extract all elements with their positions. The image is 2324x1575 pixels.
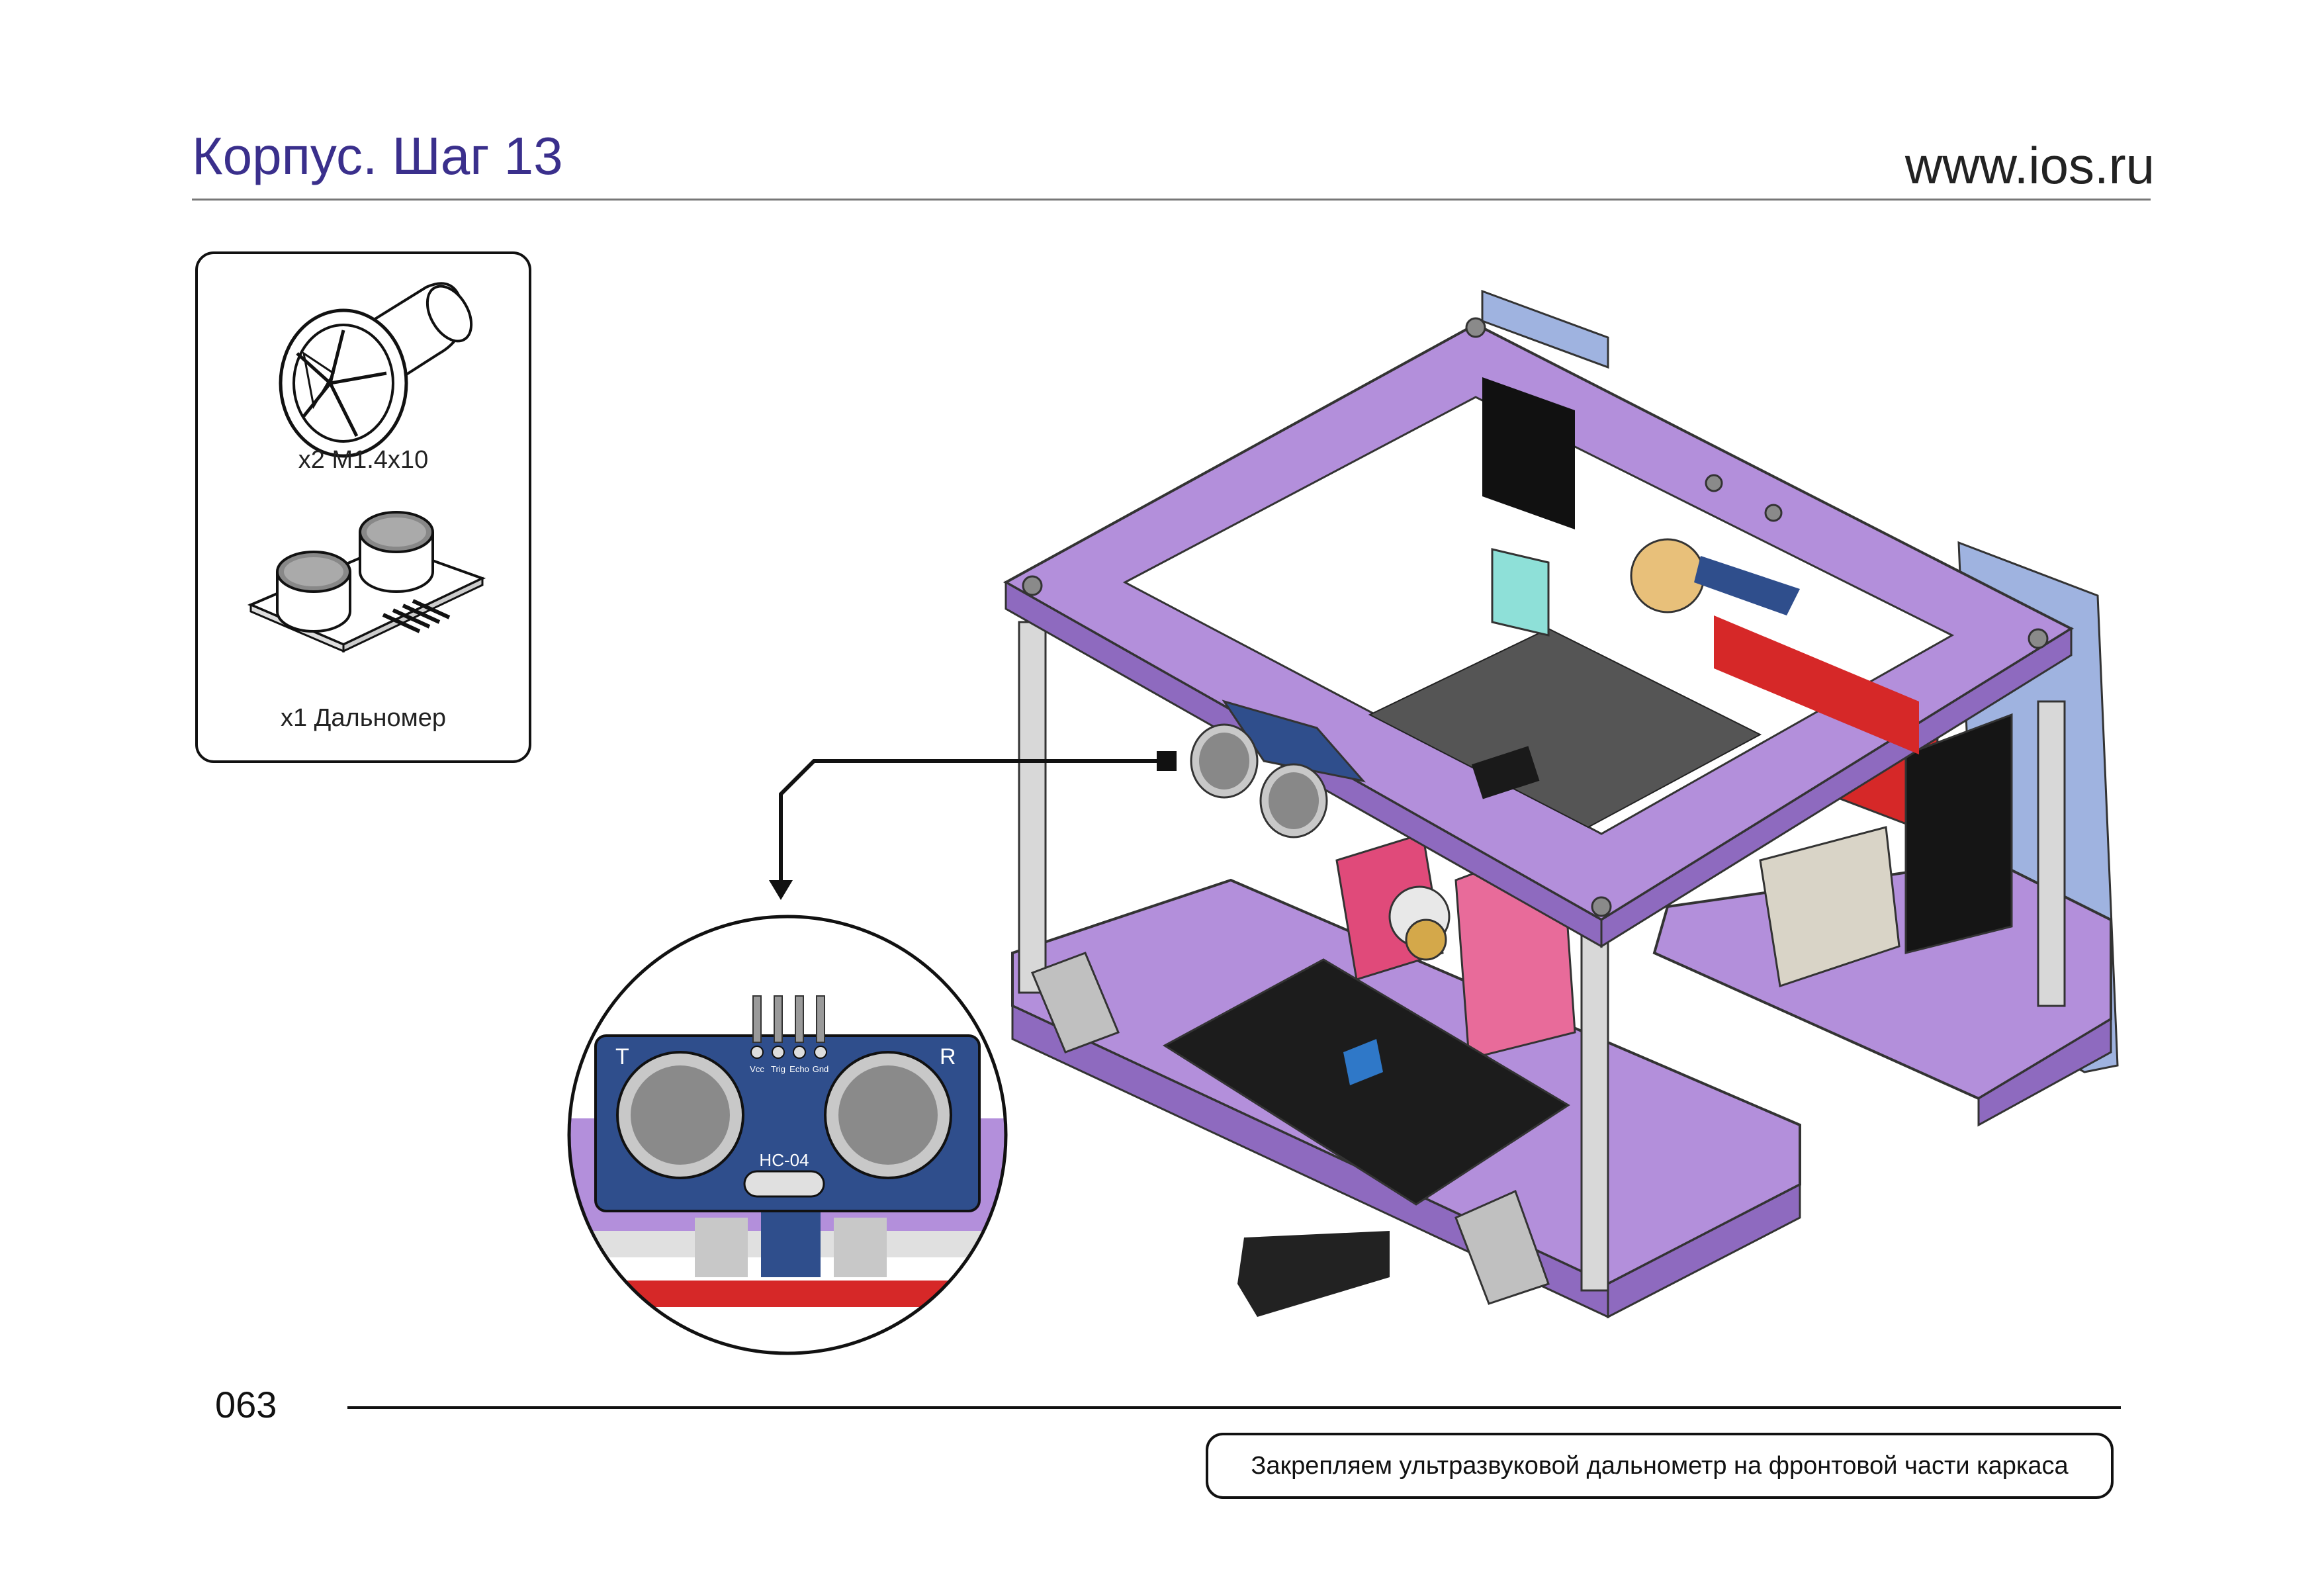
zoom-model-label: HC-04 [759, 1150, 809, 1170]
ultrasonic-sensor-icon [247, 511, 486, 653]
zoom-detail: T R HC-04 Vcc Trig Echo Gnd [569, 917, 1006, 1353]
sensor-quantity-label: x1 Дальномер [280, 704, 447, 732]
footer-divider [347, 1406, 2121, 1409]
parts-list-panel: x2 M1.4x10 x1 Дальномер [195, 251, 531, 763]
screw-icon [279, 282, 473, 458]
zoom-pin-label: Gnd [813, 1064, 829, 1074]
header-divider [192, 199, 2151, 201]
zoom-pin-label: Vcc [750, 1064, 764, 1074]
screw-quantity-label: x2 M1.4x10 [298, 446, 429, 474]
step-caption: Закрепляем ультразвуковой дальнометр на … [1206, 1433, 2114, 1499]
page-title: Корпус. Шаг 13 [192, 126, 563, 185]
zoom-pin-label: Echo [789, 1064, 809, 1074]
zoom-pin-label: Trig [771, 1064, 785, 1074]
page-number: 063 [215, 1384, 277, 1425]
zoom-letter-left: T [615, 1044, 629, 1069]
zoom-letter-right: R [940, 1044, 956, 1069]
website-url: www.ios.ru [1904, 136, 2155, 195]
